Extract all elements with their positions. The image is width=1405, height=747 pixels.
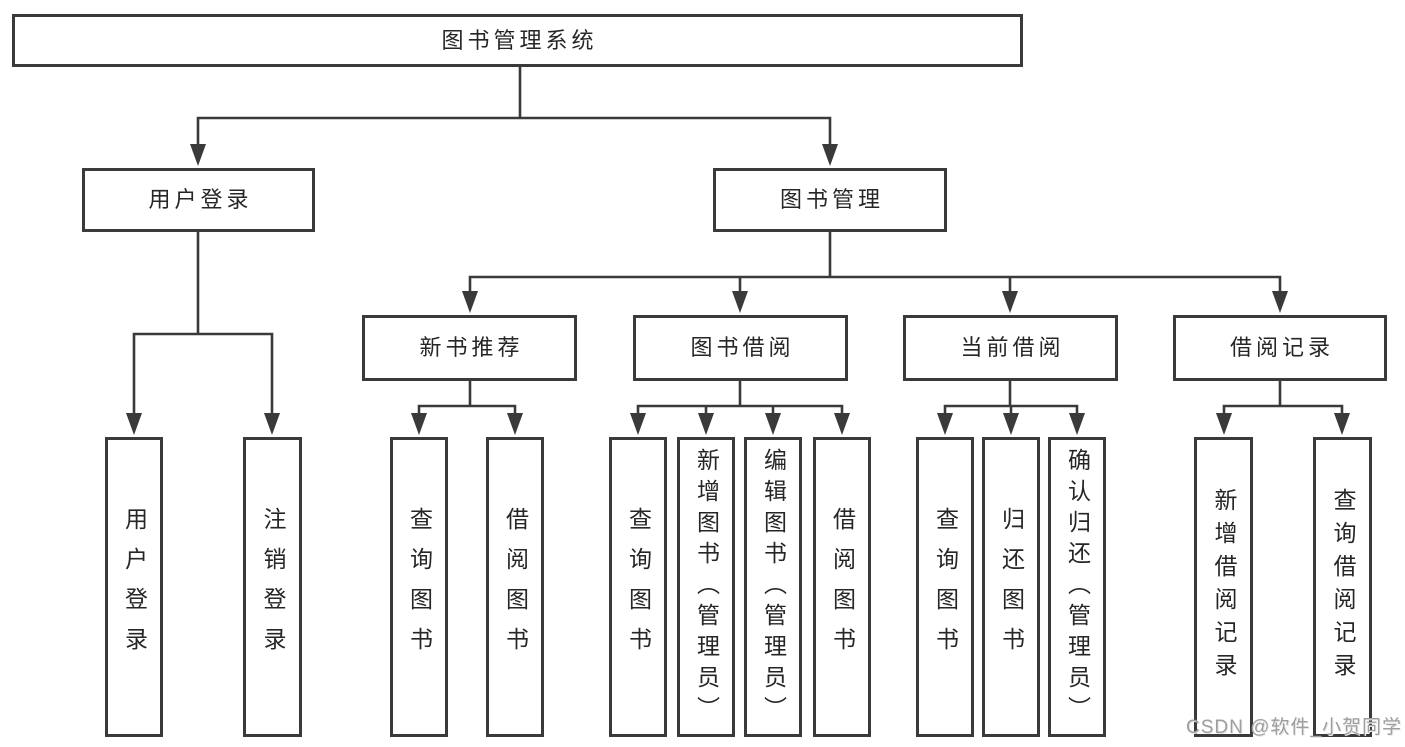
arrowhead-down-icon [765, 413, 781, 435]
node-leaf-query-books-current: 查询图书 [916, 437, 974, 737]
arrowhead-down-icon [411, 413, 427, 435]
arrowhead-down-icon [630, 413, 646, 435]
node-root: 图书管理系统 [12, 14, 1023, 67]
node-leaf-user-login: 用户登录 [105, 437, 163, 737]
node-leaf-return-books: 归还图书 [982, 437, 1040, 737]
arrowhead-down-icon [937, 413, 953, 435]
connector-path [132, 65, 1344, 421]
node-leaf-edit-books-admin: 编辑图书（管理员） [744, 437, 802, 737]
arrowhead-down-icon [834, 413, 850, 435]
arrowhead-down-icon [1003, 413, 1019, 435]
arrowhead-down-icon [462, 291, 478, 313]
node-book-management: 图书管理 [713, 168, 947, 232]
node-book-borrowing: 图书借阅 [633, 315, 848, 381]
arrowhead-down-icon [732, 291, 748, 313]
arrowhead-down-icon [698, 413, 714, 435]
node-leaf-confirm-return-admin: 确认归还（管理员） [1048, 437, 1106, 737]
arrowhead-down-icon [507, 413, 523, 435]
node-leaf-add-books-admin: 新增图书（管理员） [677, 437, 735, 737]
node-borrowing-records: 借阅记录 [1173, 315, 1387, 381]
node-user-login: 用户登录 [82, 168, 315, 232]
node-leaf-borrow-books-rec: 借阅图书 [486, 437, 544, 737]
node-leaf-query-books-borrow: 查询图书 [609, 437, 667, 737]
node-leaf-query-books-rec: 查询图书 [390, 437, 448, 737]
arrowhead-down-icon [822, 144, 838, 166]
arrowhead-down-icon [1002, 291, 1018, 313]
csdn-watermark: CSDN @软件_小贺同学 [1186, 717, 1402, 738]
arrowhead-down-icon [190, 144, 206, 166]
arrowhead-down-icon [264, 413, 280, 435]
arrowhead-down-icon [1272, 291, 1288, 313]
arrowhead-down-icon [1069, 413, 1085, 435]
node-leaf-add-borrow-record: 新增借阅记录 [1194, 437, 1253, 737]
node-leaf-borrow-books: 借阅图书 [813, 437, 871, 737]
arrowhead-down-icon [1216, 413, 1232, 435]
arrowhead-down-icon [126, 413, 142, 435]
arrowhead-down-icon [1334, 413, 1350, 435]
node-current-borrowing: 当前借阅 [903, 315, 1118, 381]
node-leaf-query-borrow-record: 查询借阅记录 [1313, 437, 1372, 737]
node-new-book-recommendation: 新书推荐 [362, 315, 577, 381]
node-leaf-logout: 注销登录 [243, 437, 302, 737]
